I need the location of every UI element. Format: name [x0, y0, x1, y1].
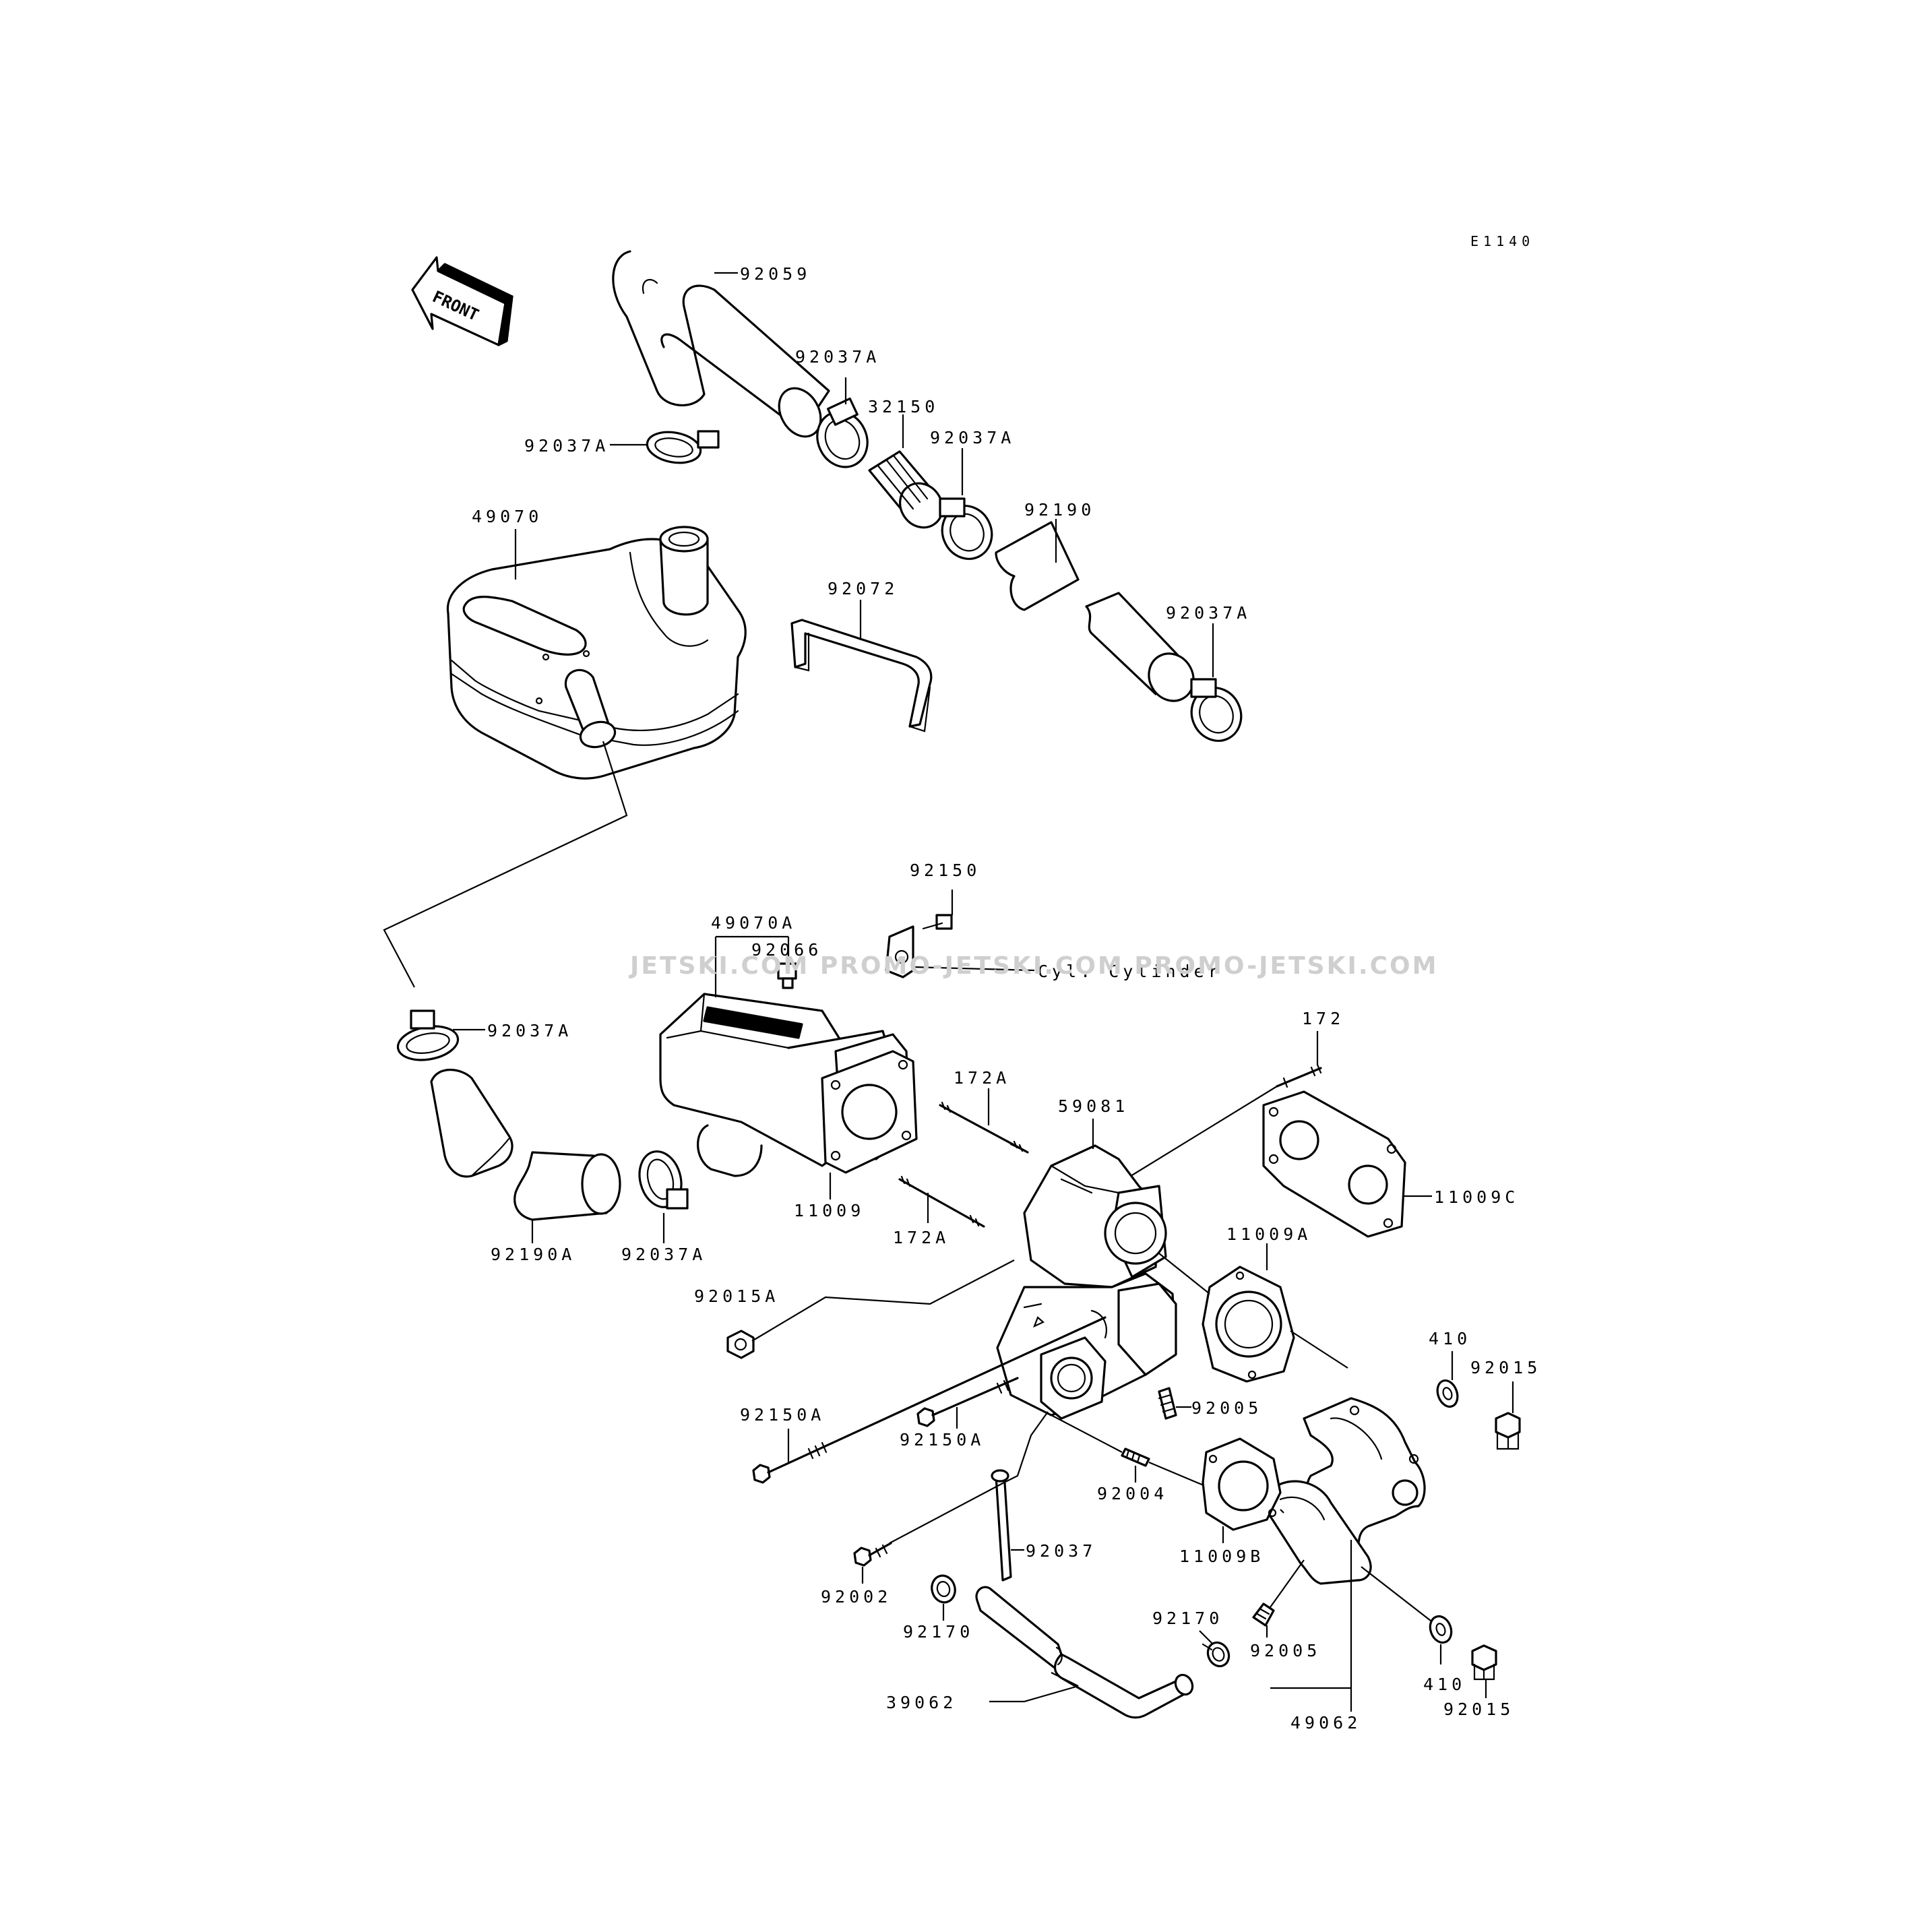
- label-92150A-mid: 92150A: [900, 1430, 985, 1450]
- hose-clamp-92037A-right: [1190, 678, 1243, 742]
- front-arrow-icon: FRONT: [411, 256, 513, 346]
- label-92072: 92072: [828, 579, 898, 598]
- gasket-11009: [821, 1050, 918, 1174]
- label-92150A-left: 92150A: [740, 1405, 825, 1425]
- label-92170-right: 92170: [1152, 1609, 1223, 1628]
- leader-pipe-to-410: [1361, 1566, 1431, 1621]
- label-410-upper: 410: [1429, 1329, 1471, 1348]
- label-92037A-mid: 92037A: [930, 428, 1015, 447]
- stud-172A-upper: [939, 1101, 1029, 1154]
- bolt-92002: [853, 1542, 892, 1567]
- label-11009C: 11009C: [1434, 1187, 1519, 1207]
- label-92190A: 92190A: [491, 1245, 575, 1264]
- hose-clamp-92037A-mid: [939, 497, 993, 560]
- nipple-92005-upper: [1158, 1387, 1177, 1420]
- hose-clamp-92037A-bottom: [638, 1150, 689, 1210]
- bolt-92150A-long: [752, 1316, 1107, 1484]
- bolt-92150A-short: [916, 1377, 1019, 1427]
- strap-92037: [991, 1469, 1012, 1582]
- hose-clamp-92037A-lower: [396, 1009, 460, 1061]
- label-92005-upper: 92005: [1191, 1398, 1262, 1418]
- clip-92170-right: [1202, 1641, 1230, 1668]
- gasket-11009C: [1262, 1090, 1406, 1238]
- label-92037: 92037: [1026, 1541, 1096, 1561]
- hose-39062: [975, 1586, 1194, 1719]
- nut-92015A: [726, 1330, 755, 1359]
- strap-bracket-92072: [790, 619, 933, 733]
- leader-11009B-to-pipe: [1280, 1509, 1284, 1514]
- label-92059: 92059: [740, 264, 811, 284]
- label-92015-lower: 92015: [1443, 1700, 1514, 1719]
- label-410-lower: 410: [1423, 1675, 1466, 1694]
- nut-92015-lower: [1471, 1644, 1497, 1681]
- label-92037A-right: 92037A: [1166, 603, 1251, 623]
- nut-92015-upper: [1495, 1412, 1521, 1450]
- label-92037A-top: 92037A: [795, 347, 880, 367]
- muffler-49070: [446, 526, 747, 780]
- exhaust-manifold-59081: [1023, 1144, 1167, 1288]
- label-32150: 32150: [868, 397, 939, 416]
- clip-92170-left: [931, 1574, 956, 1604]
- hose-clamp-92037A-left: [646, 430, 720, 464]
- leader-92005-lower-to-pipe: [1270, 1559, 1305, 1608]
- leader-muffler-to-clamp: [383, 741, 628, 988]
- hose-92190A: [430, 1068, 621, 1221]
- leader-92170-right: [1199, 1630, 1214, 1645]
- label-172A-upper: 172A: [954, 1068, 1010, 1088]
- label-92037A-bottom: 92037A: [621, 1245, 706, 1264]
- bracket-92150: [885, 914, 953, 978]
- leader-body-to-11009A: [1158, 1253, 1210, 1295]
- washer-410-upper: [1436, 1379, 1459, 1408]
- leader-39062: [989, 1685, 1079, 1703]
- label-92190: 92190: [1024, 500, 1095, 520]
- label-172: 172: [1302, 1009, 1344, 1028]
- watermark: JETSKI.COM PROMO-JETSKI.COM PROMO-JETSKI…: [628, 952, 1438, 980]
- label-92037A-left: 92037A: [524, 436, 609, 456]
- label-92170-left: 92170: [903, 1622, 974, 1642]
- label-11009A: 11009A: [1226, 1224, 1311, 1244]
- label-59081: 59081: [1058, 1096, 1129, 1116]
- leader-172-to-body: [1125, 1086, 1278, 1180]
- leader-39062-hose: [1051, 1672, 1079, 1687]
- label-49070: 49070: [472, 507, 542, 526]
- hose-clamp-92037A-top: [816, 397, 869, 468]
- label-39062: 39062: [886, 1693, 957, 1712]
- stud-172: [1276, 1063, 1322, 1088]
- washer-410-lower: [1429, 1615, 1453, 1644]
- label-11009: 11009: [794, 1201, 865, 1220]
- label-92004: 92004: [1097, 1484, 1168, 1503]
- leader-body-to-92002: [889, 1411, 1049, 1544]
- cylinder-note: Cyl. Cylinder: [1038, 962, 1222, 981]
- plug-92066: [777, 962, 797, 989]
- leader-11009A-to-pipe: [1290, 1330, 1348, 1369]
- label-92037A-lower: 92037A: [487, 1021, 572, 1040]
- label-49062: 49062: [1290, 1713, 1361, 1733]
- label-11009B: 11009B: [1179, 1547, 1264, 1566]
- label-49070A: 49070A: [711, 913, 796, 933]
- stud-172A-lower: [898, 1175, 985, 1228]
- label-92002: 92002: [821, 1587, 892, 1607]
- leader-body-to-92004: [1051, 1414, 1123, 1453]
- elbow-hose-92059: [612, 250, 830, 438]
- diagram-code: E1140: [1470, 233, 1534, 249]
- rubber-coupler-32150: [868, 450, 943, 529]
- label-172A-lower: 172A: [893, 1228, 949, 1247]
- exhaust-manifold-lower: [996, 1272, 1177, 1420]
- leader-cylinder-note: [912, 966, 1035, 972]
- label-92015-upper: 92015: [1470, 1358, 1541, 1377]
- label-92005-lower: 92005: [1250, 1641, 1321, 1660]
- exhaust-pipe-49062: [1268, 1397, 1426, 1585]
- label-92066: 92066: [751, 940, 822, 960]
- hose-92190: [995, 521, 1195, 702]
- nipple-92005-lower: [1252, 1602, 1275, 1627]
- gasket-11009A: [1202, 1266, 1295, 1383]
- leader-92015A-to-body: [751, 1259, 1015, 1342]
- stud-92004: [1121, 1447, 1150, 1467]
- gasket-11009B: [1202, 1437, 1282, 1531]
- label-92015A: 92015A: [694, 1286, 779, 1306]
- label-92150: 92150: [910, 861, 980, 880]
